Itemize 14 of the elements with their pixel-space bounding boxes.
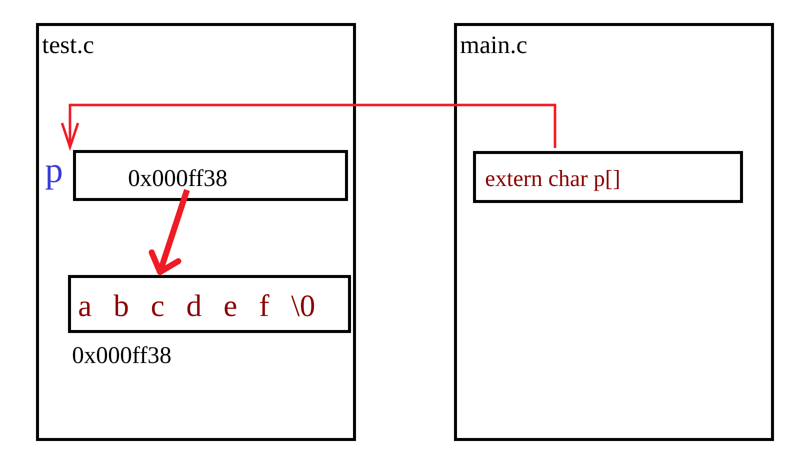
array-box (68, 275, 351, 333)
address-label: 0x000ff38 (72, 342, 172, 370)
arrow (60, 104, 556, 148)
file-panel (36, 23, 356, 441)
thick-arrow (148, 189, 190, 275)
file-panel (454, 23, 774, 441)
variable-name: p (45, 151, 63, 189)
file-name: test.c (42, 31, 94, 61)
char-array-text: a b c d e f \0 (78, 289, 316, 323)
declaration-box (473, 151, 743, 203)
address-value: 0x000ff38 (128, 165, 228, 193)
declaration-text: extern char p[] (485, 165, 620, 193)
pointer-box (73, 150, 348, 201)
file-name: main.c (460, 31, 528, 61)
